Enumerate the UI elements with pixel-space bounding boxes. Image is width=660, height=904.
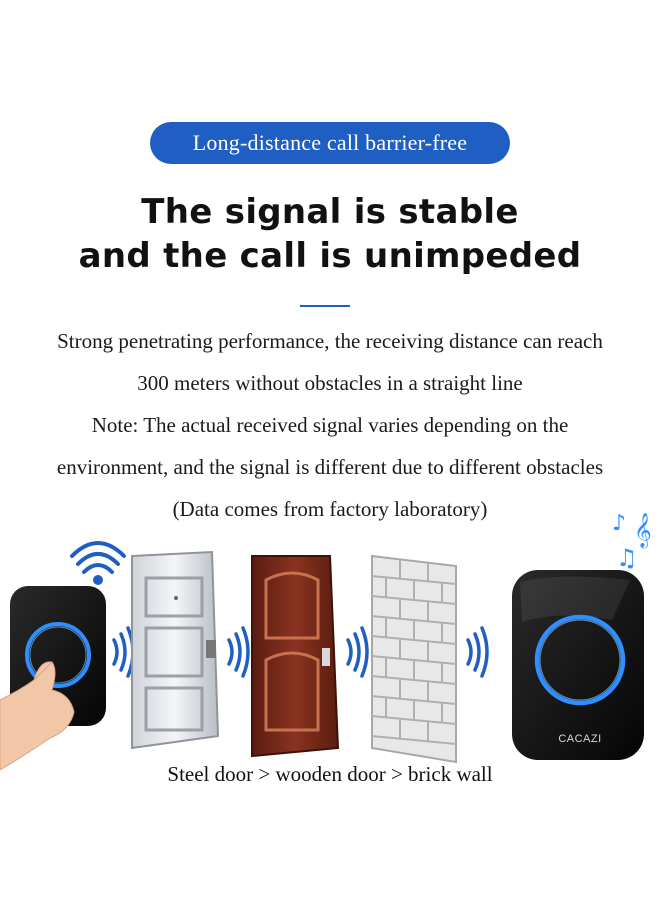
hand-icon (0, 661, 75, 771)
headline-line-1: The signal is stable (141, 192, 519, 232)
music-note-icon: ♪ 𝄞 ♫ (612, 511, 652, 572)
feature-badge: Long-distance call barrier-free (150, 122, 510, 164)
signal-wave-icon (112, 626, 135, 678)
description-line-5: (Data comes from factory laboratory) (172, 497, 488, 521)
wifi-signal-icon (70, 541, 126, 585)
brick-wall-icon (371, 554, 457, 764)
svg-text:𝄞: 𝄞 (634, 513, 652, 549)
signal-wave-icon (346, 626, 369, 678)
wooden-door-icon (251, 555, 340, 758)
doorbell-receiver-icon (512, 570, 644, 760)
receiver-brand-label: CACAZI (558, 733, 601, 745)
svg-text:♪: ♪ (612, 511, 626, 536)
signal-wave-icon (227, 626, 250, 678)
description-line-1: Strong penetrating performance, the rece… (57, 329, 603, 353)
description-line-4: environment, and the signal is different… (56, 455, 604, 479)
signal-wave-icon (466, 626, 489, 678)
svg-text:♫: ♫ (616, 544, 638, 572)
headline-line-2: and the call is unimpeded (78, 236, 582, 276)
feature-badge-label: Long-distance call barrier-free (192, 130, 468, 155)
steel-door-icon (131, 550, 220, 750)
divider (300, 305, 350, 307)
obstacle-caption: Steel door > wooden door > brick wall (167, 762, 493, 786)
description-line-3: Note: The actual received signal varies … (91, 413, 569, 437)
description-line-2: 300 meters without obstacles in a straig… (137, 371, 523, 395)
